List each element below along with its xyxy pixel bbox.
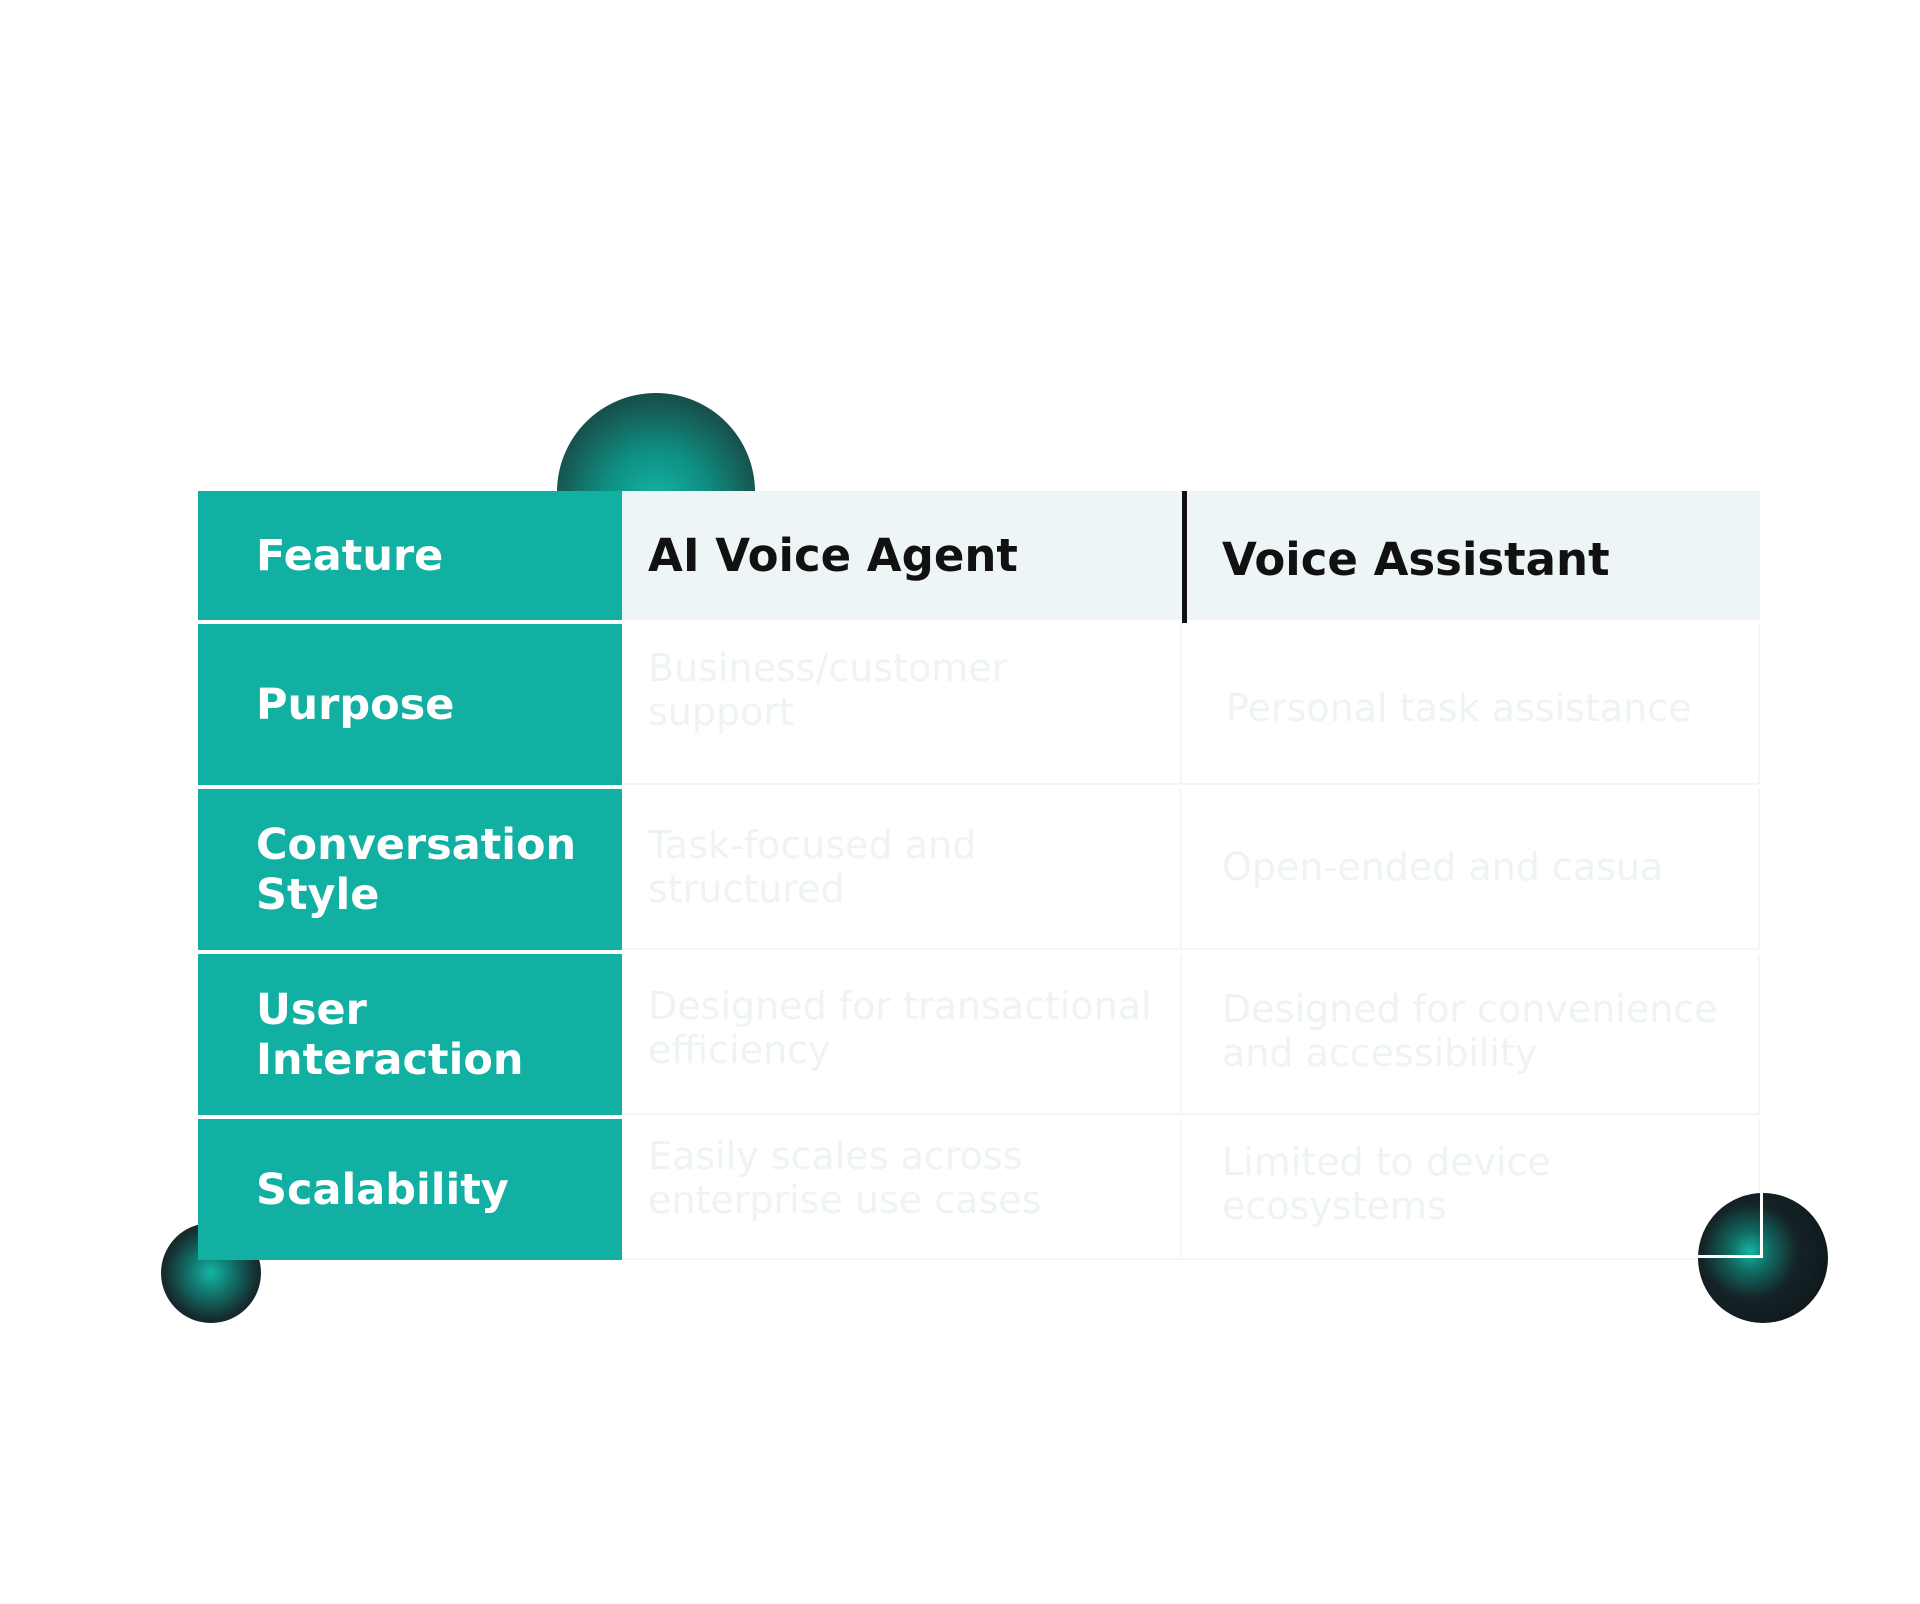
header-voice-assistant: Voice Assistant: [1182, 491, 1760, 620]
cell-voice-assistant-user-interaction: Designed for convenience and accessibili…: [1182, 954, 1760, 1115]
decorative-orb-right: [1698, 1193, 1828, 1323]
cell-voice-assistant-purpose: Personal task assistance: [1182, 624, 1760, 785]
cell-ai-voice-agent-scalability: Easily scales across enterprise use case…: [622, 1119, 1182, 1260]
cell-ai-voice-agent-conversation-style: Task-focused and structured: [622, 789, 1182, 950]
feature-scalability: Scalability: [198, 1119, 622, 1260]
header-divider: [1182, 491, 1187, 623]
decorative-orb-right-corner-mark: [1698, 1193, 1763, 1258]
cell-ai-voice-agent-purpose: Business/customer support: [622, 624, 1182, 785]
feature-purpose: Purpose: [198, 624, 622, 785]
cell-ai-voice-agent-user-interaction: Designed for transactional efficiency: [622, 954, 1182, 1115]
cell-voice-assistant-conversation-style: Open-ended and casua: [1182, 789, 1760, 950]
feature-conversation-style: Conversation Style: [198, 789, 622, 950]
cell-voice-assistant-scalability: Limited to device ecosystems: [1182, 1119, 1760, 1260]
header-feature: Feature: [198, 491, 622, 620]
header-ai-voice-agent: AI Voice Agent: [622, 491, 1182, 620]
comparison-table: Feature AI Voice Agent Voice Assistant P…: [198, 491, 1760, 1260]
feature-user-interaction: User Interaction: [198, 954, 622, 1115]
